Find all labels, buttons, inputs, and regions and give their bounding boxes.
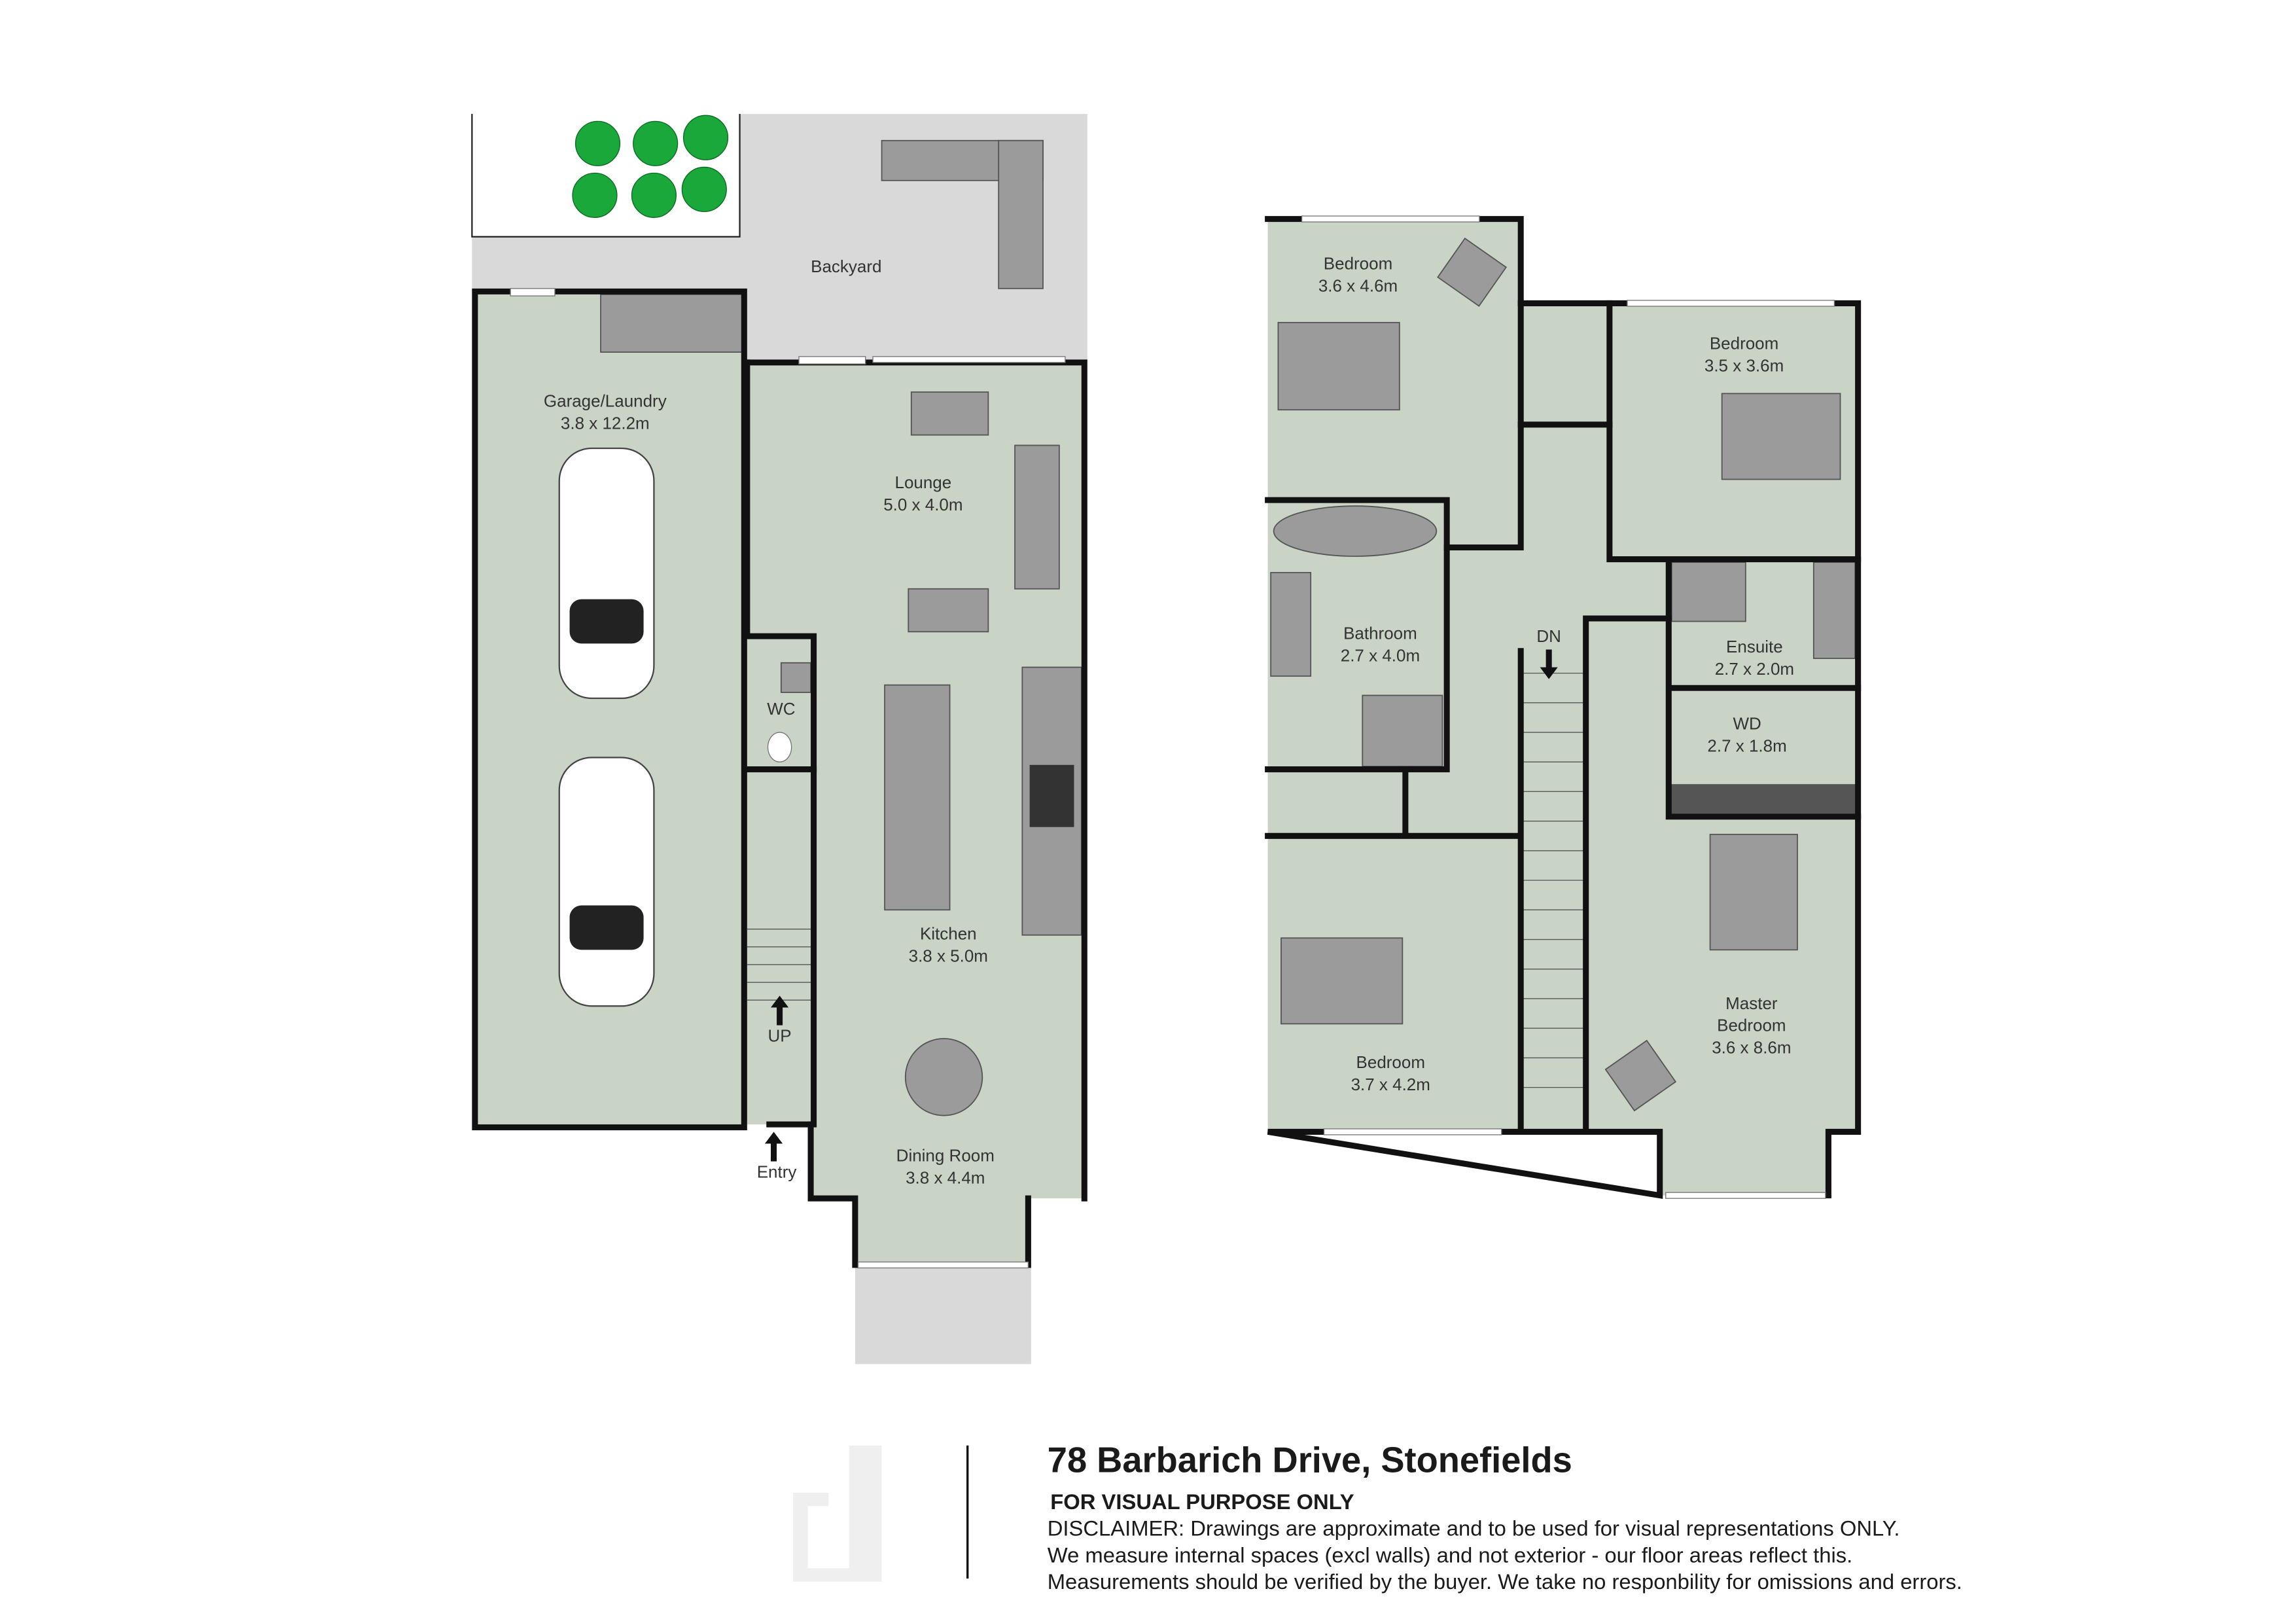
window [872,356,1066,363]
car-icon [558,447,655,700]
dn-label: DN [1536,626,1561,646]
dining-size: 3.8 x 4.4m [906,1168,985,1188]
plants [572,115,729,219]
master-size: 3.6 x 8.6m [1712,1038,1791,1058]
kitchen-label: Kitchen [920,924,977,944]
bathroom-label: Bathroom [1343,624,1417,643]
outdoor-sofa-icon [881,139,1044,289]
wd-shelf [1669,784,1858,817]
sofa-icon [910,391,989,436]
bedroom3-size: 3.7 x 4.2m [1351,1075,1430,1094]
toilet-icon [767,732,792,762]
bed-icon [1709,834,1798,951]
backyard-label: Backyard [811,257,881,276]
disclaimer-line: We measure internal spaces (excl walls) … [1048,1543,1852,1567]
front-door[interactable] [857,1261,1029,1269]
master-label-2: Bedroom [1717,1016,1786,1035]
bedroom3-label: Bedroom [1356,1052,1425,1072]
shower-icon [1362,694,1443,767]
bathtub-icon [1273,505,1438,557]
bed-icon [1277,321,1400,411]
sofa-icon [1014,444,1060,590]
company-logo [792,1445,882,1582]
cooktop-icon [1029,764,1074,827]
armchair-icon [1437,238,1508,307]
plant-icon [633,120,679,166]
first-floor: Bedroom 3.6 x 4.6m Bedroom 3.5 x 3.6m Ba… [1265,215,1862,1199]
property-title: 78 Barbarich Drive, Stonefields [1048,1440,1572,1480]
visual-purpose-note: FOR VISUAL PURPOSE ONLY [1050,1489,1354,1514]
lounge-label: Lounge [895,473,952,492]
entry-arrow-icon [764,1132,783,1162]
ensuite-label: Ensuite [1726,637,1783,656]
plant-icon [574,120,621,166]
master-label-1: Master [1725,993,1778,1013]
shower-icon [1670,562,1746,622]
ensuite-size: 2.7 x 2.0m [1715,659,1794,679]
wc-basin-icon [780,662,811,693]
kitchen-island [884,684,951,911]
entry-label: Entry [757,1162,797,1182]
up-label: UP [768,1026,792,1046]
dining-table-icon [904,1038,983,1116]
disclaimer-line: Measurements should be verified by the b… [1048,1569,1962,1594]
plant-icon [681,166,727,212]
garage-door[interactable] [510,288,556,296]
wc-label: WC [767,699,795,719]
armchair-icon [1604,1039,1677,1112]
bedroom1-label: Bedroom [1324,253,1392,273]
garage-size: 3.8 x 12.2m [561,414,650,433]
vanity-icon [1270,571,1312,677]
disclaimer-line: DISCLAIMER: Drawings are approximate and… [1048,1516,1900,1541]
window [1627,300,1835,307]
ground-floor: Backyard Garage/Laundry 3.8 x 12.2m Loun… [471,114,1087,1364]
bed-icon [1721,393,1841,480]
vanity-icon [1812,562,1856,659]
bedroom1-size: 3.6 x 4.6m [1318,276,1398,295]
bed-icon [1280,937,1404,1025]
window [1665,1192,1826,1199]
dining-label: Dining Room [896,1146,995,1166]
sofa-icon [908,588,989,633]
car-icon [558,757,655,1007]
plant-icon [682,115,729,160]
first-floor-area [1267,219,1858,1196]
up-arrow-icon [771,995,789,1026]
wd-size: 2.7 x 1.8m [1707,736,1786,755]
porch [855,1264,1031,1364]
laundry-counter [600,293,743,353]
bedroom2-size: 3.5 x 3.6m [1704,355,1784,375]
plant-icon [572,172,618,219]
sliding-door[interactable] [798,356,866,365]
wd-label: WD [1733,714,1761,734]
window [1301,215,1480,223]
lounge-size: 5.0 x 4.0m [883,495,963,514]
kitchen-size: 3.8 x 5.0m [909,946,988,965]
down-arrow-icon [1540,649,1558,679]
footer: 78 Barbarich Drive, Stonefields FOR VISU… [792,1440,1962,1594]
ground-walls [472,288,1087,1268]
garage-label: Garage/Laundry [544,391,667,411]
bathroom-size: 2.7 x 4.0m [1341,646,1420,666]
plant-icon [631,172,677,219]
bedroom2-label: Bedroom [1710,334,1778,353]
window [1323,1128,1502,1135]
